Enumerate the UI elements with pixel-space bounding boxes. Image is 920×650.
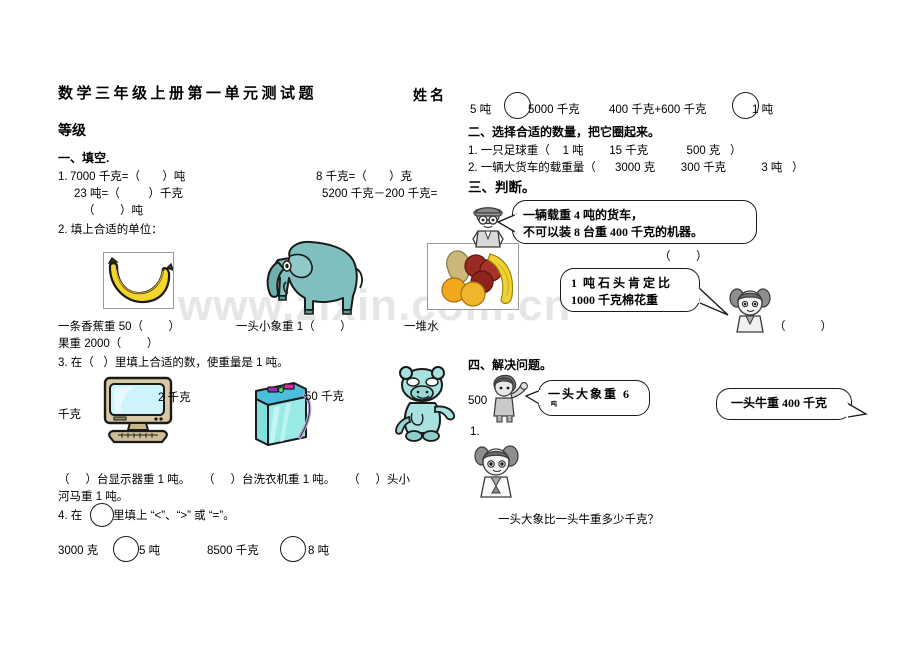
q4-cmp4-left: 400 千克+600 千克: [609, 104, 707, 116]
q4-label-part2: 里填上 “<”、“>” 或 “=”。: [113, 510, 235, 522]
q2-caption-elephant: 一头小象重 1（ ）: [236, 321, 352, 333]
section-three-answer2[interactable]: （ ）: [774, 321, 833, 333]
q2-label: 2. 填上合适的单位：: [58, 224, 163, 236]
banana-frame: [103, 252, 174, 309]
q4-cmp4-circle[interactable]: [732, 92, 759, 119]
q4-cmp3-right: 5000 千克: [528, 104, 580, 116]
q4-cmp3-left: 5 吨: [470, 104, 492, 116]
section-two-heading: 二、选择合适的数量，把它圈起来。: [468, 125, 661, 139]
bubble-stone-line1: 1 吨 石 头 肯 定 比: [571, 276, 671, 290]
girl-with-ponytails-figure: [729, 288, 771, 333]
q3-label: 3. 在（ ）里填上合适的数，使重量是 1 吨。: [58, 357, 289, 369]
bubble-tail-elephant: [524, 389, 542, 406]
bubble-tail-stone: [696, 286, 729, 316]
section-three-heading: 三、判断。: [468, 180, 536, 195]
q4-cmp3-circle[interactable]: [504, 92, 531, 119]
boy-with-cap-figure: [472, 207, 504, 248]
name-label: 姓名: [413, 87, 447, 103]
q4-cmp2-circle[interactable]: [280, 536, 306, 562]
bubble-stone-line2: 1000 千克棉花重: [571, 293, 659, 307]
section-four-question: 一头大象比一头牛重多少千克？: [498, 514, 659, 526]
q1-left-line3: （ ）吨: [83, 205, 144, 217]
bubble-truck-line2: 不可以装 8 台重 400 千克的机器。: [523, 225, 704, 239]
bubble-elephant-line2: 吨: [551, 402, 558, 408]
q2-caption-fruit-line2: 果重 2000（ ）: [58, 338, 159, 350]
q1-number: 1.: [58, 171, 68, 183]
girl-thinking-figure: [474, 445, 519, 498]
q4-cmp2-left: 8500 千克: [207, 545, 259, 557]
q4-cmp1-circle[interactable]: [113, 536, 139, 562]
q4-sample-circle[interactable]: [90, 503, 114, 527]
baby-elephant-illustration: [266, 240, 363, 315]
bubble-tail-cow: [845, 402, 868, 418]
q1-left-line1: 7000 千克=（ ）吨: [70, 171, 186, 183]
page-title: 数学三年级上册第一单元测试题: [58, 85, 318, 102]
bubble-tail-truck: [496, 213, 518, 234]
bubble-elephant-line1: 一头大象重 6: [548, 387, 632, 401]
crt-monitor-illustration: [103, 376, 173, 444]
washing-machine-illustration: [255, 382, 312, 446]
section-four-q1-number: 1.: [470, 426, 480, 438]
section-two-q1: 1. 一只足球重（ 1 吨 15 千克 500 克 ）: [468, 145, 742, 157]
q4-cmp1-right: 5 吨: [139, 545, 161, 557]
q2-caption-fruit-line1: 一堆水: [404, 321, 439, 333]
bubble-truck-line1: 一辆载重 4 吨的货车，: [523, 208, 644, 222]
section-two-q2: 2. 一辆大货车的载重量（ 3000 克 300 千克 3 吨 ）: [468, 162, 804, 174]
q1-right-line1: 8 千克=（ ）克: [316, 171, 413, 183]
q3-answer-line2: 河马重 1 吨。: [58, 491, 129, 503]
section-one-heading: 一、填空.: [58, 151, 110, 165]
banana-illustration: [107, 256, 173, 304]
boy-pointing-figure: [493, 374, 528, 423]
stray-number-500: 500: [468, 395, 488, 407]
q2-caption-banana: 一条香蕉重 50（ ）: [58, 321, 181, 333]
q3-monitor-weight: 2 千克: [158, 392, 191, 404]
grade-label: 等级: [58, 122, 86, 138]
q1-right-line2: 5200 千克－200 千克=: [322, 188, 438, 200]
q4-cmp2-right: 8 吨: [308, 545, 330, 557]
statement-bubble-stone: 1 吨 石 头 肯 定 比 1000 千克棉花重: [560, 268, 700, 312]
q4-label-part1: 4. 在: [58, 510, 83, 522]
q3-washer-weight: 50 千克: [305, 391, 344, 403]
fruit-pile-illustration: [441, 250, 514, 307]
bubble-elephant-weight: 一头大象重 6 吨: [538, 380, 650, 416]
bubble-cow-weight: 一头牛重 400 千克: [716, 388, 852, 420]
q3-unit-left: 千克: [58, 409, 81, 421]
statement-bubble-truck: 一辆载重 4 吨的货车， 不可以装 8 台重 400 千克的机器。: [512, 200, 757, 244]
q1-left-line2: 23 吨=（ ）千克: [74, 188, 183, 200]
q3-answer-line1: （ ）台显示器重 1 吨。 （ ）台洗衣机重 1 吨。 （ ）头小: [58, 474, 411, 486]
section-three-answer1[interactable]: （ ）: [659, 251, 708, 263]
fruit-frame: [427, 243, 519, 310]
section-four-heading: 四、解决问题。: [468, 358, 553, 372]
baby-hippo-illustration: [395, 366, 456, 442]
bubble-cow-text: 一头牛重 400 千克: [731, 396, 828, 410]
q4-cmp1-left: 3000 克: [58, 545, 99, 557]
